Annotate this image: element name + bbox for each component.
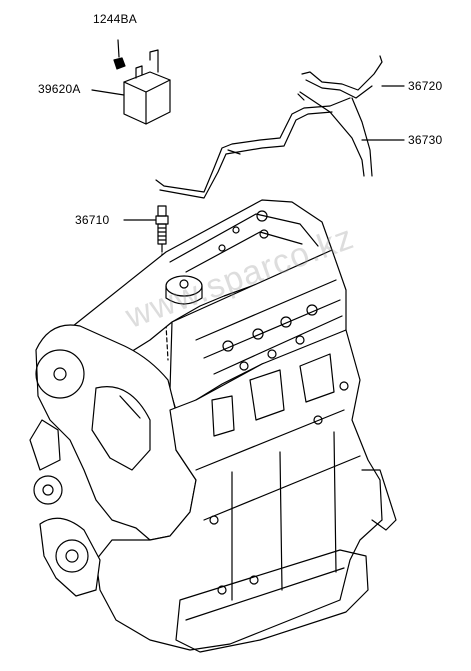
- label-relay: 39620A: [38, 82, 81, 96]
- bolt-part: [113, 39, 126, 70]
- label-glow-plug: 36710: [75, 213, 110, 227]
- label-upper-harness: 36720: [408, 79, 443, 93]
- upper-harness-part: [297, 55, 405, 101]
- label-bolt: 1244BA: [93, 12, 137, 26]
- label-lower-harness: 36730: [408, 133, 443, 147]
- engine-assembly: [29, 199, 397, 653]
- lower-harness-part: [155, 91, 405, 199]
- relay-part: [91, 49, 171, 125]
